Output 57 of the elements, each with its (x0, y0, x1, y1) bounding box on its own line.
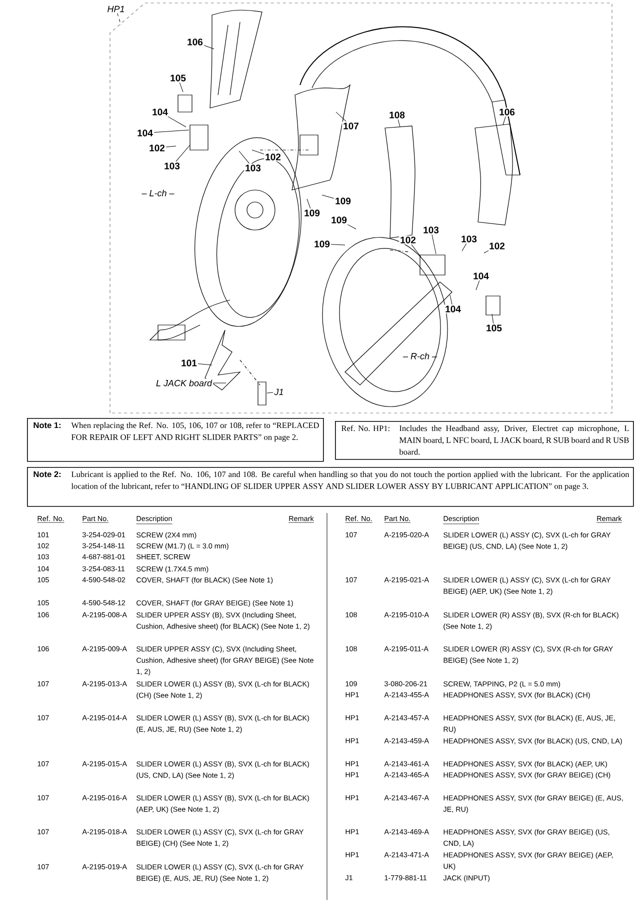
callout-number: 104 (151, 108, 169, 116)
leader-line (117, 13, 122, 26)
leader-line (306, 198, 311, 209)
leader-line (450, 294, 452, 305)
callout-label: HP1 (106, 4, 126, 14)
leader-line (266, 392, 274, 394)
note-box: Note 2: Lubricant is applied to the Ref. No. 106, 107 and 108. Be careful when handling so that you do not touch the portion applied with the lubricant. For the application location of the lubricant, refer to “HANDLING OF SLIDER UPPER ASSY AND SLIDER LOWER ASSY BY LUBRICANT APPLICATION” on page 3. (27, 467, 634, 507)
leader-line (484, 250, 489, 254)
leader-line (212, 382, 226, 384)
callout-number: 102 (488, 242, 506, 250)
leader-line (347, 224, 356, 230)
callout-number: 107 (342, 122, 360, 130)
note-box: Ref. No. HP1: Includes the Headband assy, Driver, Electret cap microphone, L MAIN board, L NFC board, L JACK board, R SUB board and R USB board. (335, 421, 634, 460)
callout-number: 105 (485, 324, 503, 332)
leader-line (198, 364, 212, 366)
leader-line (336, 112, 346, 122)
leader-line (204, 45, 214, 50)
leader-line (432, 234, 436, 254)
leader-line (476, 280, 480, 290)
callout-number: 109 (303, 208, 321, 218)
callout-number: 109 (313, 240, 331, 248)
callout-number: 103 (244, 164, 262, 172)
callout-number: 105 (169, 74, 187, 82)
callout-number: 102 (148, 144, 166, 152)
callout-number: 103 (422, 226, 440, 234)
callout-number: 103 (460, 234, 478, 244)
channel-label: – L-ch – (142, 190, 174, 196)
leader-line (179, 82, 184, 92)
leader-line (154, 130, 190, 133)
leader-line (252, 150, 264, 154)
leader-line (238, 150, 250, 164)
callout-number: 103 (163, 162, 181, 170)
leader-line (492, 314, 494, 324)
leader-line (176, 144, 190, 162)
leader-line (166, 146, 176, 148)
callout-number: 104 (472, 272, 490, 280)
leader-line (330, 244, 346, 246)
channel-label: – R-ch – (402, 352, 438, 360)
callout-number: 102 (399, 236, 417, 244)
callout-number: 104 (444, 304, 462, 314)
leader-line (398, 119, 400, 128)
callout-number: 108 (388, 110, 406, 120)
leader-line (168, 116, 186, 128)
callout-number: 106 (498, 108, 516, 116)
note-box: Note 1: When replacing the Ref. No. 105, 106, 107 or 108, refer to “REPLACED FOR REPAIR OF LEFT AND RIGHT SLIDER PARTS” on page 2. (27, 418, 324, 462)
callout-label: L JACK board (154, 378, 214, 388)
callout-number: 104 (136, 128, 154, 138)
callout-number: 109 (334, 196, 352, 206)
callout-number: 101 (180, 358, 198, 368)
callout-label: J1 (273, 388, 285, 396)
leader-line (462, 243, 467, 252)
leader-line (502, 116, 506, 126)
callout-number: 109 (330, 216, 348, 224)
callout-number: 106 (186, 38, 204, 46)
leader-line (322, 194, 334, 199)
callout-number: 102 (264, 152, 282, 162)
leader-line (411, 244, 422, 258)
